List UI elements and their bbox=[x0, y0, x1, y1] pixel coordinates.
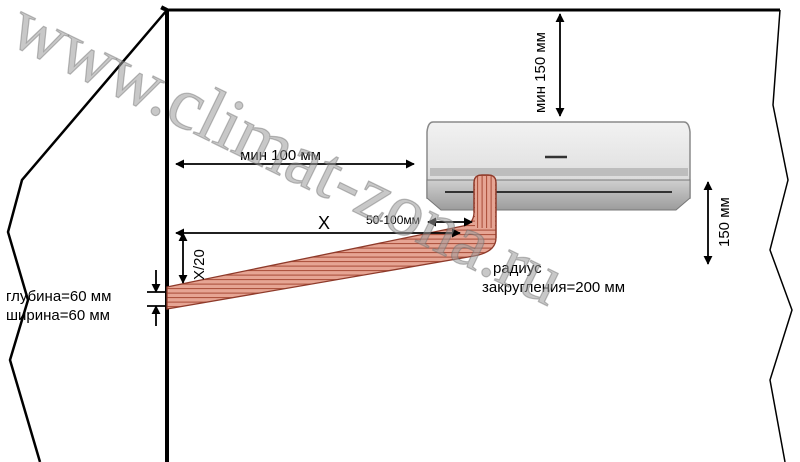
left-wall-edge bbox=[6, 9, 168, 462]
label-min-150: мин 150 мм bbox=[532, 32, 549, 113]
pipe-bend-outline bbox=[473, 174, 497, 238]
label-gap: 50-100мм bbox=[366, 213, 420, 227]
pipe-duct bbox=[166, 174, 497, 310]
label-x: X bbox=[318, 213, 330, 233]
right-wall-edge bbox=[769, 9, 793, 462]
label-depth: глубина=60 мм bbox=[6, 288, 111, 305]
label-radius-line1: радиус bbox=[493, 260, 542, 277]
dimension-arrows bbox=[147, 13, 713, 326]
label-width: ширина=60 мм bbox=[6, 307, 110, 324]
pipe-vertical-section bbox=[475, 176, 495, 228]
room-walls bbox=[6, 5, 793, 462]
label-150-right: 150 мм bbox=[716, 197, 733, 247]
label-slope: X/20 bbox=[191, 249, 208, 280]
label-min-100: мин 100 мм bbox=[240, 147, 321, 164]
corner-wall-line bbox=[160, 5, 169, 462]
dimension-labels: мин 150 мм мин 100 мм 150 мм X 50-100мм … bbox=[6, 32, 733, 324]
label-radius-line2: закругления=200 мм bbox=[482, 279, 625, 296]
